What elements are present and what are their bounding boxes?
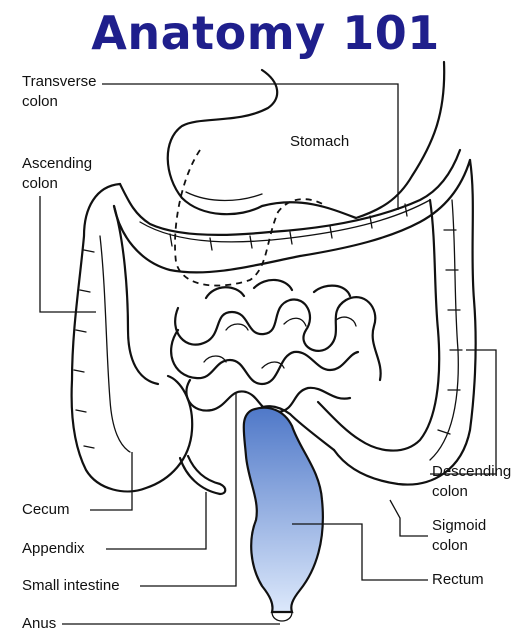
leader-ascending-colon — [39, 196, 96, 313]
transverse-colon-organ — [112, 148, 472, 274]
anus-canal — [271, 611, 293, 622]
label-anus: Anus — [22, 615, 57, 632]
label-stomach: Stomach — [290, 133, 350, 150]
label-appendix: Appendix — [22, 540, 85, 557]
label-ascending-colon-line2: colon — [22, 175, 58, 192]
leader-descending-colon — [430, 349, 497, 475]
stomach-hidden-outline — [174, 149, 327, 287]
ascending-colon-organ — [70, 182, 194, 493]
leader-transverse-colon — [102, 83, 399, 210]
rectum-organ — [242, 406, 324, 614]
leader-sigmoid-colon — [389, 499, 428, 537]
leader-small-intestine — [140, 392, 237, 587]
label-sigmoid-colon-line1: Sigmoid — [432, 517, 487, 534]
label-descending-colon: Descending colon — [432, 462, 511, 502]
label-sigmoid-colon-line2: colon — [432, 537, 468, 554]
label-ascending-colon: Ascending colon — [22, 154, 92, 194]
label-transverse-colon-line2: colon — [22, 93, 58, 110]
label-cecum: Cecum — [22, 501, 70, 518]
label-small-intestine: Small intestine — [22, 577, 120, 594]
page-title: Anatomy 101 — [91, 6, 440, 60]
label-descending-colon-line1: Descending — [432, 463, 512, 480]
descending-colon-organ — [332, 158, 477, 486]
small-intestine-organ — [170, 278, 382, 414]
label-ascending-colon-line1: Ascending — [22, 155, 93, 172]
label-sigmoid-colon: Sigmoid colon — [432, 516, 486, 556]
leader-rectum — [292, 523, 428, 581]
label-transverse-colon-line1: Transverse — [22, 73, 97, 90]
label-transverse-colon: Transverse colon — [22, 72, 96, 112]
stomach-organ — [166, 60, 446, 220]
label-rectum: Rectum — [432, 571, 484, 588]
label-descending-colon-line2: colon — [432, 483, 468, 500]
leader-appendix — [106, 492, 207, 550]
leader-cecum — [90, 452, 133, 511]
appendix-organ — [178, 454, 227, 496]
